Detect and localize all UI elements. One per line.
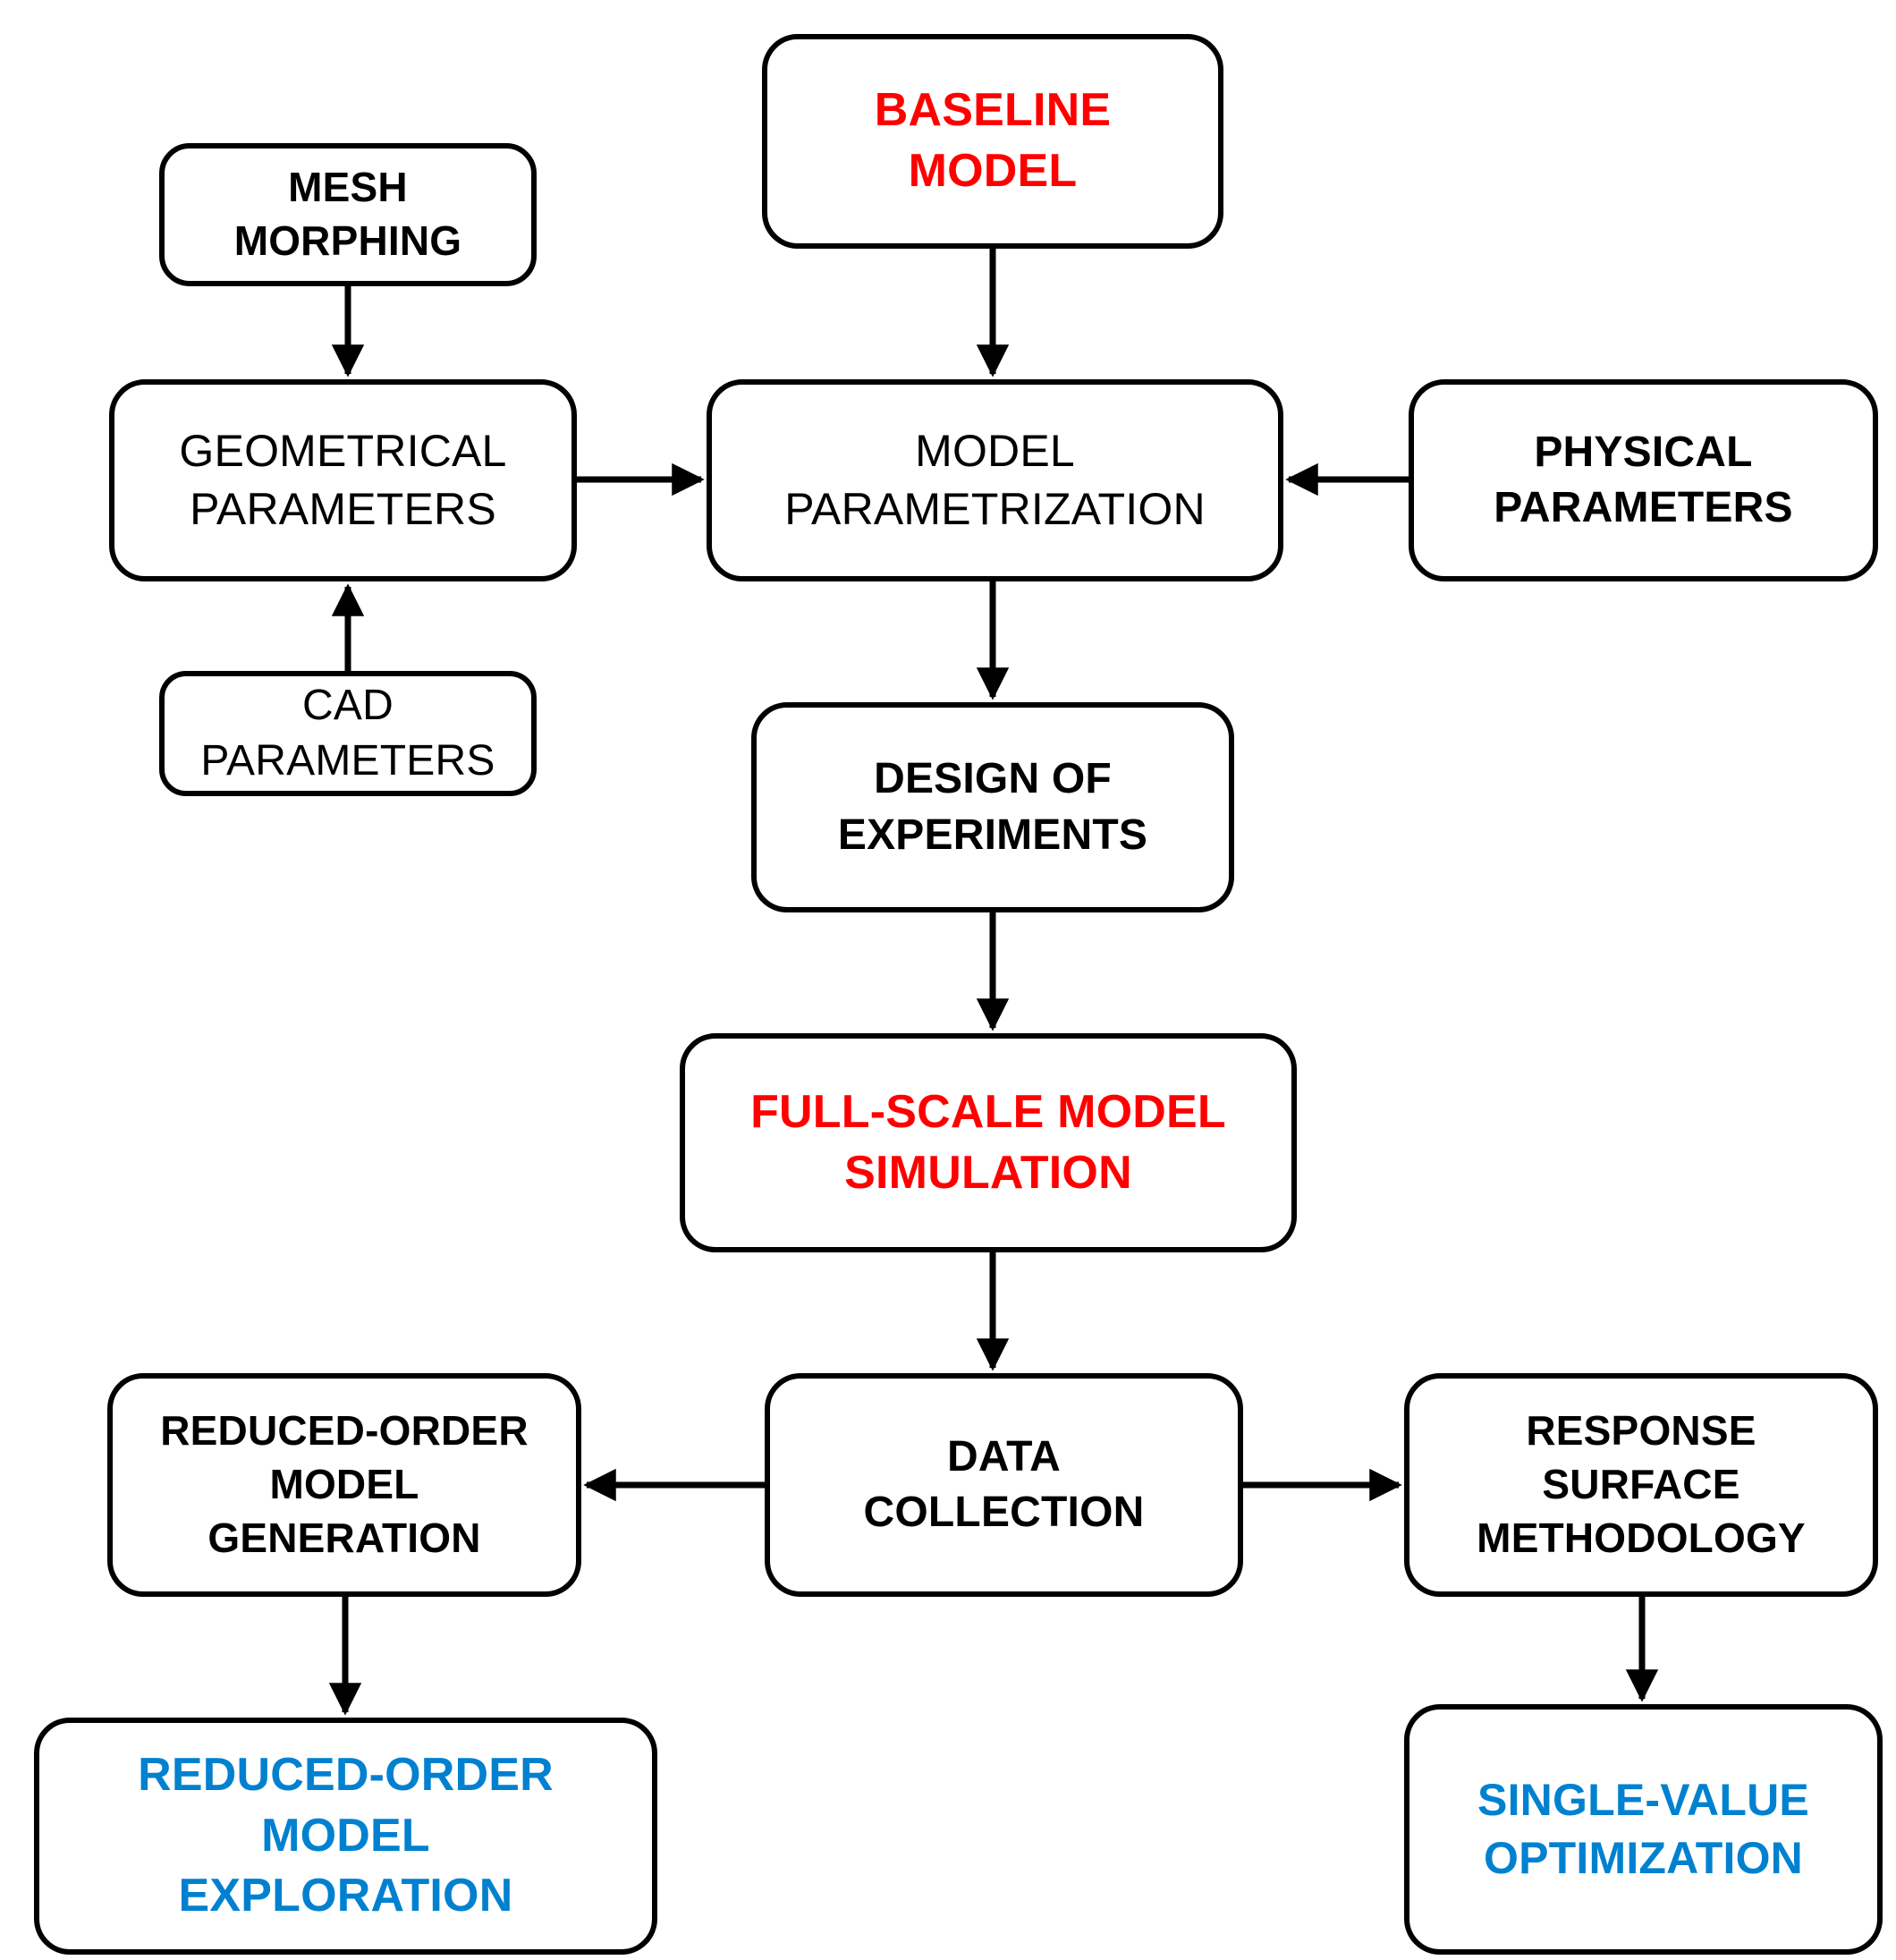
node-label-reduced-order-model-generation: REDUCED-ORDER MODEL GENERATION: [160, 1407, 529, 1561]
node-reduced-order-model-generation[interactable]: REDUCED-ORDER MODEL GENERATION: [107, 1373, 581, 1597]
node-single-value-optimization[interactable]: SINGLE-VALUE OPTIMIZATION: [1404, 1704, 1883, 1955]
node-physical-parameters[interactable]: PHYSICAL PARAMETERS: [1409, 379, 1878, 581]
node-label-cad-parameters: CAD PARAMETERS: [200, 681, 495, 785]
node-label-baseline-model: BASELINE MODEL: [874, 84, 1112, 197]
node-label-design-of-experiments: DESIGN OF EXPERIMENTS: [837, 755, 1148, 859]
node-geometrical-parameters[interactable]: GEOMETRICAL PARAMETERS: [109, 379, 577, 581]
node-label-physical-parameters: PHYSICAL PARAMETERS: [1494, 428, 1793, 531]
node-full-scale-model-simulation[interactable]: FULL-SCALE MODEL SIMULATION: [680, 1033, 1297, 1252]
node-response-surface-methodology[interactable]: RESPONSE SURFACE METHODOLOGY: [1404, 1373, 1878, 1597]
node-label-data-collection: DATA COLLECTION: [863, 1432, 1145, 1536]
node-label-reduced-order-model-exploration: REDUCED-ORDER MODEL EXPLORATION: [138, 1749, 554, 1922]
node-label-response-surface-methodology: RESPONSE SURFACE METHODOLOGY: [1477, 1407, 1806, 1561]
node-mesh-morphing[interactable]: MESH MORPHING: [159, 143, 537, 286]
node-label-model-parametrization: MODEL PARAMETRIZATION: [784, 426, 1206, 534]
node-label-geometrical-parameters: GEOMETRICAL PARAMETERS: [179, 426, 507, 534]
node-model-parametrization[interactable]: MODEL PARAMETRIZATION: [707, 379, 1283, 581]
node-baseline-model[interactable]: BASELINE MODEL: [762, 34, 1223, 249]
node-label-mesh-morphing: MESH MORPHING: [233, 164, 462, 264]
node-cad-parameters[interactable]: CAD PARAMETERS: [159, 671, 537, 796]
node-design-of-experiments[interactable]: DESIGN OF EXPERIMENTS: [751, 702, 1234, 912]
node-data-collection[interactable]: DATA COLLECTION: [765, 1373, 1243, 1597]
node-label-full-scale-model-simulation: FULL-SCALE MODEL SIMULATION: [750, 1085, 1226, 1199]
node-label-single-value-optimization: SINGLE-VALUE OPTIMIZATION: [1477, 1775, 1809, 1883]
node-reduced-order-model-exploration[interactable]: REDUCED-ORDER MODEL EXPLORATION: [34, 1718, 657, 1955]
